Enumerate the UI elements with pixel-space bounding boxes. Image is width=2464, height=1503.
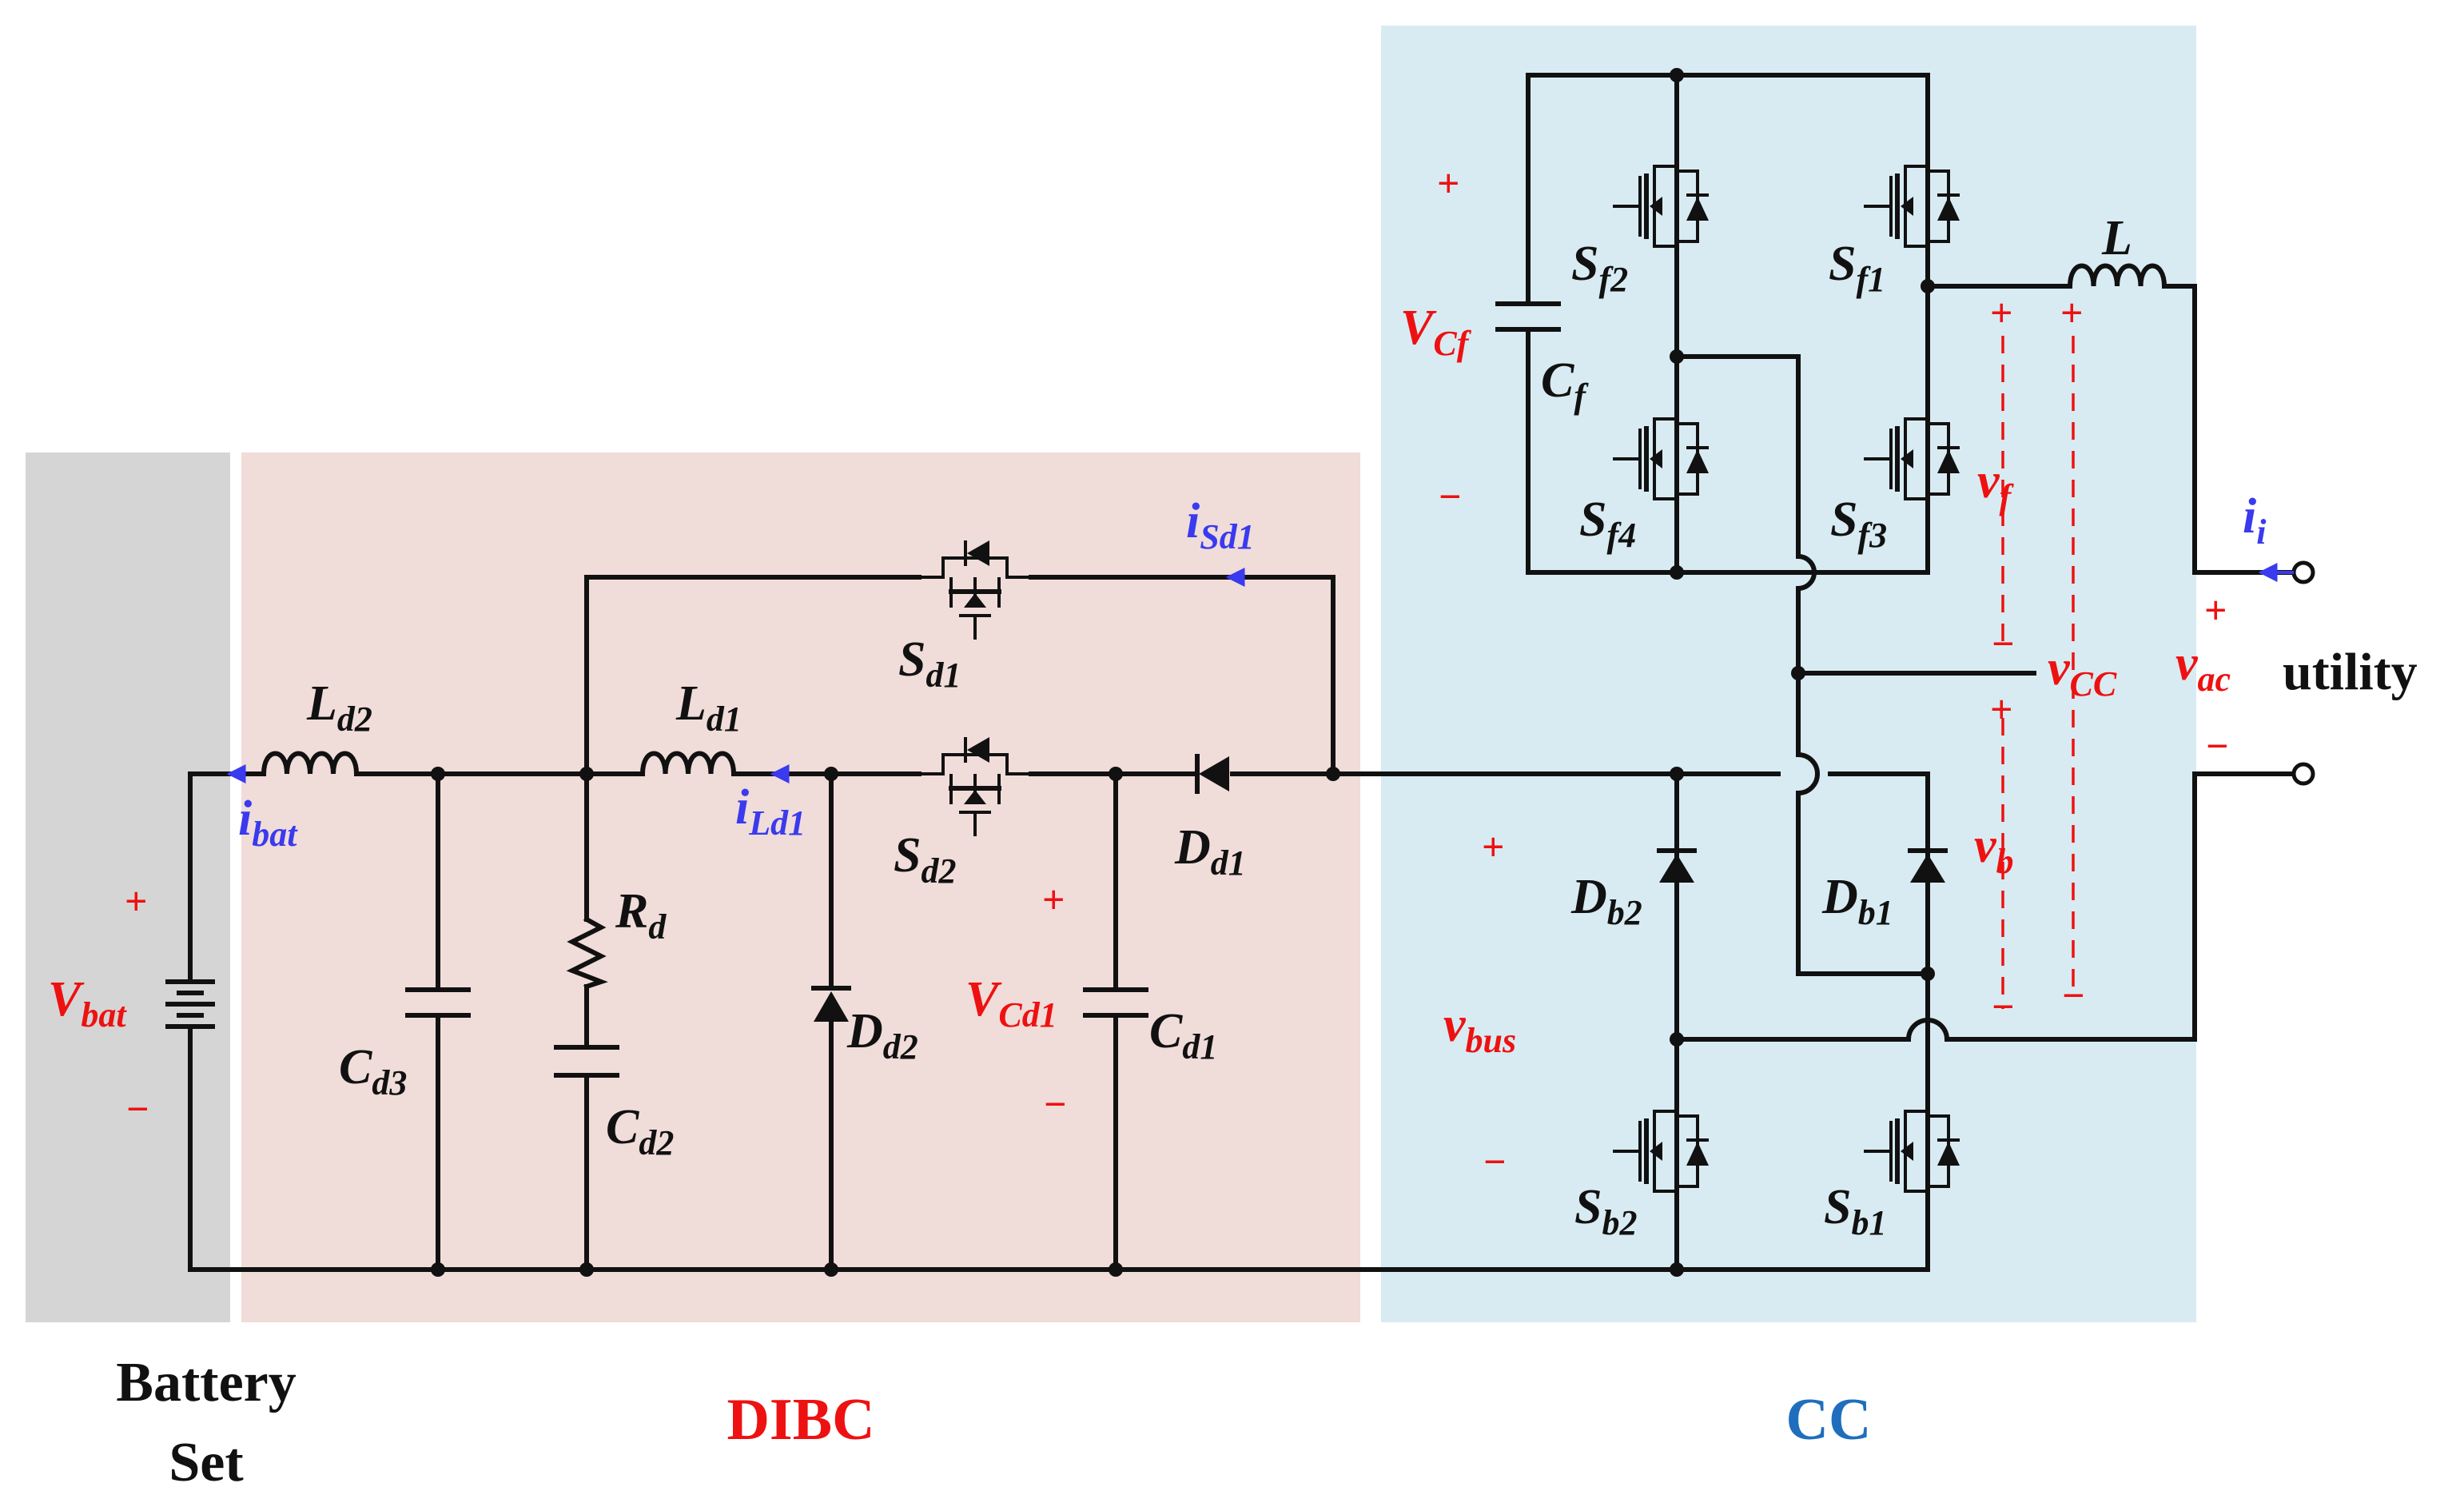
svg-text:+: + <box>2060 290 2084 335</box>
svg-text:−: − <box>126 1086 149 1131</box>
mosfet-sd2 <box>919 737 1031 836</box>
label-ld1: Ld1 <box>675 676 742 739</box>
cc-block <box>1381 26 2196 1322</box>
svg-text:−: − <box>1992 621 2015 666</box>
mosfet-sf4 <box>1613 417 1709 500</box>
diode-dd2 <box>811 986 851 1022</box>
polarity-signs: + − + − + − + − + − + − + − + − <box>125 161 2229 1184</box>
label-sb2: Sb2 <box>1574 1180 1637 1242</box>
label-sb1: Sb1 <box>1824 1180 1886 1242</box>
label-sd1: Sd1 <box>898 632 961 695</box>
label-sf4: Sf4 <box>1579 492 1636 555</box>
label-vf: vf <box>1977 454 2015 516</box>
battery-caption-line1: Battery <box>116 1352 296 1413</box>
utility-label: utility <box>2283 643 2418 701</box>
dibc-caption: DIBC <box>726 1387 874 1453</box>
label-ii: ii <box>2243 489 2267 552</box>
svg-text:+: + <box>1482 824 1505 869</box>
label-cd2: Cd2 <box>606 1100 674 1162</box>
label-vcd1: VCd1 <box>965 972 1057 1035</box>
mosfet-sb1 <box>1864 1110 1960 1193</box>
cc-caption: CC <box>1786 1387 1872 1453</box>
label-isd1: iSd1 <box>1186 494 1255 556</box>
battery-symbol <box>165 979 215 1029</box>
label-ibat: ibat <box>238 791 298 854</box>
diode-db1 <box>1908 848 1948 883</box>
utility-terminal-bottom <box>2291 762 2315 786</box>
svg-text:−: − <box>1044 1082 1067 1126</box>
inductor-l <box>2067 263 2167 289</box>
mosfet-sf3 <box>1864 417 1960 500</box>
mosfet-sf1 <box>1864 165 1960 248</box>
label-db1: Db1 <box>1821 870 1893 932</box>
svg-text:+: + <box>2204 588 2227 632</box>
label-vac: vac <box>2175 636 2231 699</box>
svg-text:+: + <box>1990 687 2013 732</box>
diode-db2 <box>1657 848 1697 883</box>
svg-text:−: − <box>1439 474 1462 519</box>
svg-text:+: + <box>125 879 148 923</box>
svg-text:−: − <box>1992 984 2015 1029</box>
mosfet-sf2 <box>1613 165 1709 248</box>
label-ild1: iLd1 <box>735 780 806 843</box>
label-vb: vb <box>1974 819 2014 881</box>
junctions <box>431 68 1935 1277</box>
label-dd1: Dd1 <box>1174 820 1246 883</box>
mosfet-sb2 <box>1613 1110 1709 1193</box>
svg-text:+: + <box>1437 161 1460 205</box>
svg-text:−: − <box>1483 1139 1507 1184</box>
capacitor-cd2 <box>554 1045 619 1078</box>
label-sf1: Sf1 <box>1829 237 1885 299</box>
svg-text:−: − <box>2062 973 2085 1018</box>
label-cd3: Cd3 <box>339 1040 407 1102</box>
wires <box>188 73 2296 1272</box>
svg-text:+: + <box>1042 877 1065 922</box>
label-rd: Rd <box>615 884 667 947</box>
label-cf: Cf <box>1541 353 1589 416</box>
label-sf2: Sf2 <box>1571 237 1628 299</box>
label-db2: Db2 <box>1570 870 1642 932</box>
capacitor-cd1 <box>1083 987 1148 1018</box>
label-vbus: vbus <box>1443 998 1516 1060</box>
capacitor-cd3 <box>405 987 471 1018</box>
utility-terminal-top <box>2291 560 2315 584</box>
mosfet-sd1 <box>919 540 1031 640</box>
diode-dd1 <box>1187 754 1229 794</box>
inductor-ld1 <box>639 751 737 777</box>
label-sf3: Sf3 <box>1830 492 1887 555</box>
svg-text:+: + <box>1990 290 2013 335</box>
battery-caption-line2: Set <box>169 1432 243 1493</box>
battery-block <box>26 452 230 1322</box>
label-sd2: Sd2 <box>894 828 956 891</box>
label-l: L <box>2101 211 2132 265</box>
crossings <box>1795 553 1950 1043</box>
inductor-ld2 <box>261 751 360 777</box>
resistor-rd <box>566 915 608 990</box>
label-cd1: Cd1 <box>1149 1004 1217 1066</box>
capacitor-cf <box>1495 301 1561 353</box>
svg-text:−: − <box>2206 724 2229 768</box>
label-vcc: vCC <box>2048 641 2117 704</box>
label-ld2: Ld2 <box>306 676 372 739</box>
dibc-block <box>241 452 1360 1322</box>
label-vbat: Vbat <box>48 972 127 1035</box>
label-vcf: VCf <box>1400 301 1472 363</box>
label-dd2: Dd2 <box>846 1004 918 1066</box>
